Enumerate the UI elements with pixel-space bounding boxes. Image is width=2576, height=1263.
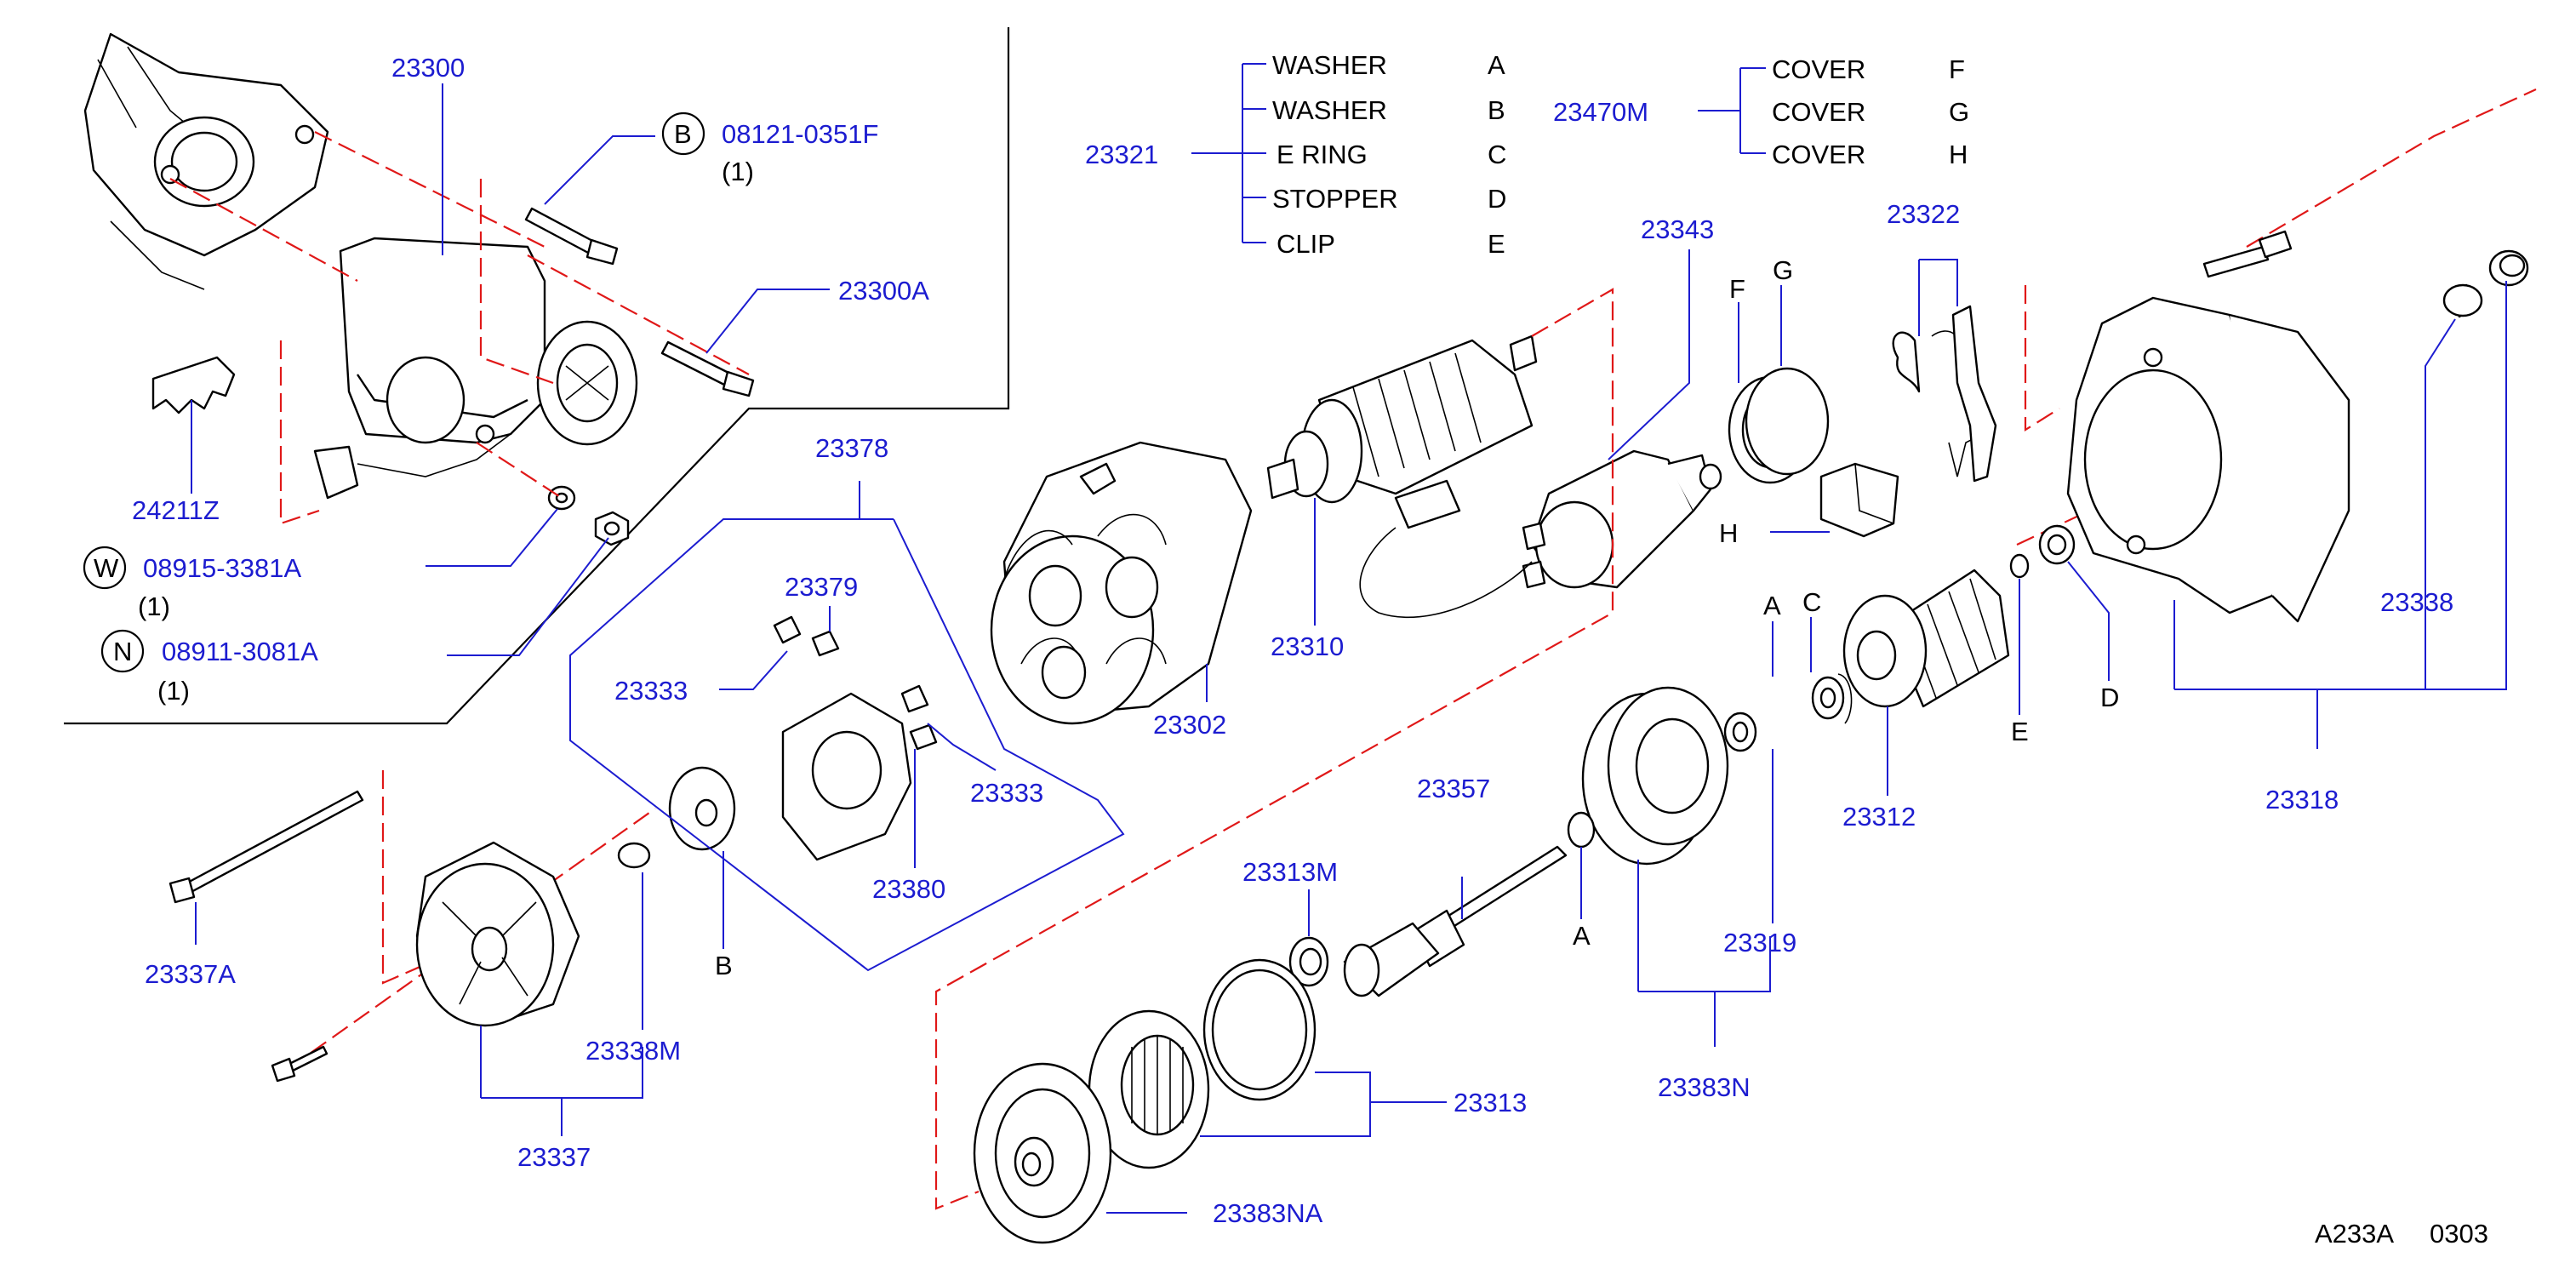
label-23338: 23338 (2380, 587, 2453, 617)
through-bolt-23337a-drawing (168, 790, 364, 904)
stopper-d-drawing (2038, 524, 2076, 565)
cover-f-g-drawing (1728, 367, 1830, 484)
legend-23470m-item-code: F (1949, 54, 1965, 84)
bolt-08121-drawing (524, 207, 619, 266)
legend-23321-item-name: STOPPER (1272, 184, 1398, 214)
label-23310: 23310 (1271, 632, 1344, 661)
yoke-23302-drawing (990, 441, 1253, 725)
marker-w: W (94, 553, 119, 583)
cover-23383n-drawing (1567, 686, 1757, 866)
washer-b-drawing (668, 766, 736, 851)
nut-n-drawing (594, 511, 630, 546)
label-23338m: 23338M (585, 1036, 681, 1066)
bushing-23338-drawing (2442, 283, 2483, 318)
letter-e: E (2011, 717, 2029, 746)
diagram-date: 0303 (2430, 1219, 2488, 1249)
legend-23470m-item-name: COVER (1772, 97, 1865, 127)
letter-f: F (1729, 274, 1745, 304)
legend-23470m-item-code: G (1949, 97, 1969, 127)
shaft-23357-drawing (1343, 845, 1568, 997)
label-23383na: 23383NA (1213, 1198, 1323, 1228)
internal-gear-23313-drawing (1088, 958, 1317, 1169)
label-23312: 23312 (1842, 802, 1916, 832)
screw-drawing (271, 1045, 328, 1083)
washer-w-drawing (547, 485, 576, 511)
legend-23470m-item-name: COVER (1772, 140, 1865, 169)
cover-h-drawing (1819, 462, 1899, 538)
label-23300: 23300 (391, 53, 465, 83)
label-23333-left: 23333 (614, 676, 688, 706)
legend-23321-number: 23321 (1085, 140, 1158, 169)
inset-assembly-lines (169, 131, 750, 525)
housing-23318-drawing (2066, 230, 2350, 623)
legend-23321-item-code: D (1488, 184, 1506, 214)
cover-24211z-drawing (151, 356, 236, 414)
diagram-code: A233A (2315, 1219, 2394, 1249)
label-23322: 23322 (1887, 199, 1960, 229)
label-23300a: 23300A (838, 276, 929, 306)
label-08121-0351f: 08121-0351F (722, 119, 878, 149)
letter-c: C (1802, 587, 1821, 617)
label-23313m: 23313M (1242, 857, 1338, 887)
bolt-23300A-drawing (660, 340, 755, 397)
legend-23321-item-name: E RING (1277, 140, 1368, 169)
legend-23470m-number: 23470M (1553, 97, 1648, 127)
marker-n: N (113, 637, 132, 666)
gear-23313m-drawing (1288, 936, 1329, 987)
e-ring-c-drawing (1837, 673, 1853, 724)
legend-23321-item-name: CLIP (1277, 229, 1335, 259)
label-23379: 23379 (785, 572, 858, 602)
cover-23383na-drawing (973, 1062, 1112, 1244)
letter-h: H (1719, 518, 1738, 548)
legend-23321-item-code: A (1488, 50, 1505, 80)
armature-23310-drawing (1266, 334, 1538, 504)
qty-n: (1) (157, 676, 190, 706)
legend-23321-item-code: C (1488, 140, 1506, 169)
cap-23318-drawing (2488, 249, 2529, 287)
marker-circles (83, 111, 705, 673)
label-23380: 23380 (872, 874, 945, 904)
label-23302: 23302 (1153, 710, 1226, 740)
label-23318: 23318 (2265, 785, 2339, 814)
label-23319: 23319 (1723, 928, 1796, 957)
starter-assembly-drawing (313, 237, 638, 500)
label-23378: 23378 (815, 433, 888, 463)
label-23337a: 23337A (145, 959, 236, 989)
label-23333-right: 23333 (970, 778, 1043, 808)
label-23343: 23343 (1641, 214, 1714, 244)
labels: 23300 B 08121-0351F (1) 23300A 24211Z W … (94, 50, 2488, 1249)
legend-23470m-item-name: COVER (1772, 54, 1865, 84)
label-08911-3081a: 08911-3081A (162, 637, 318, 666)
label-08915-3381a: 08915-3381A (143, 553, 301, 583)
marker-b: B (674, 119, 692, 149)
legend-23321-item-name: WASHER (1272, 50, 1387, 80)
legend-23470m-item-code: H (1949, 140, 1968, 169)
qty-w: (1) (138, 591, 170, 621)
legend-23321-item-name: WASHER (1272, 95, 1387, 125)
letter-a-lower: A (1573, 921, 1591, 951)
letter-d: D (2100, 683, 2119, 712)
end-plate-23337-drawing (415, 841, 651, 1027)
leader-lines (191, 63, 2507, 1214)
pinion-23312-drawing (1842, 569, 2010, 708)
inset-frame (64, 27, 1010, 725)
qty-b: (1) (722, 157, 754, 186)
clip-e-drawing (2009, 553, 2030, 579)
label-23357: 23357 (1417, 774, 1490, 803)
label-23337: 23337 (517, 1142, 591, 1172)
brush-holder-23378-drawing (773, 615, 938, 861)
letter-b: B (715, 951, 733, 980)
label-24211z: 24211Z (132, 495, 220, 525)
engine-block-drawing (83, 32, 329, 290)
washer-a-drawing (1811, 676, 1845, 720)
lever-23322-drawing (1892, 305, 1997, 483)
letter-g: G (1773, 255, 1793, 285)
legend-23321-item-code: B (1488, 95, 1505, 125)
label-23313: 23313 (1454, 1088, 1527, 1117)
label-23383n: 23383N (1658, 1072, 1751, 1102)
letter-a-upper: A (1763, 591, 1781, 620)
legend-23321-item-code: E (1488, 229, 1505, 259)
